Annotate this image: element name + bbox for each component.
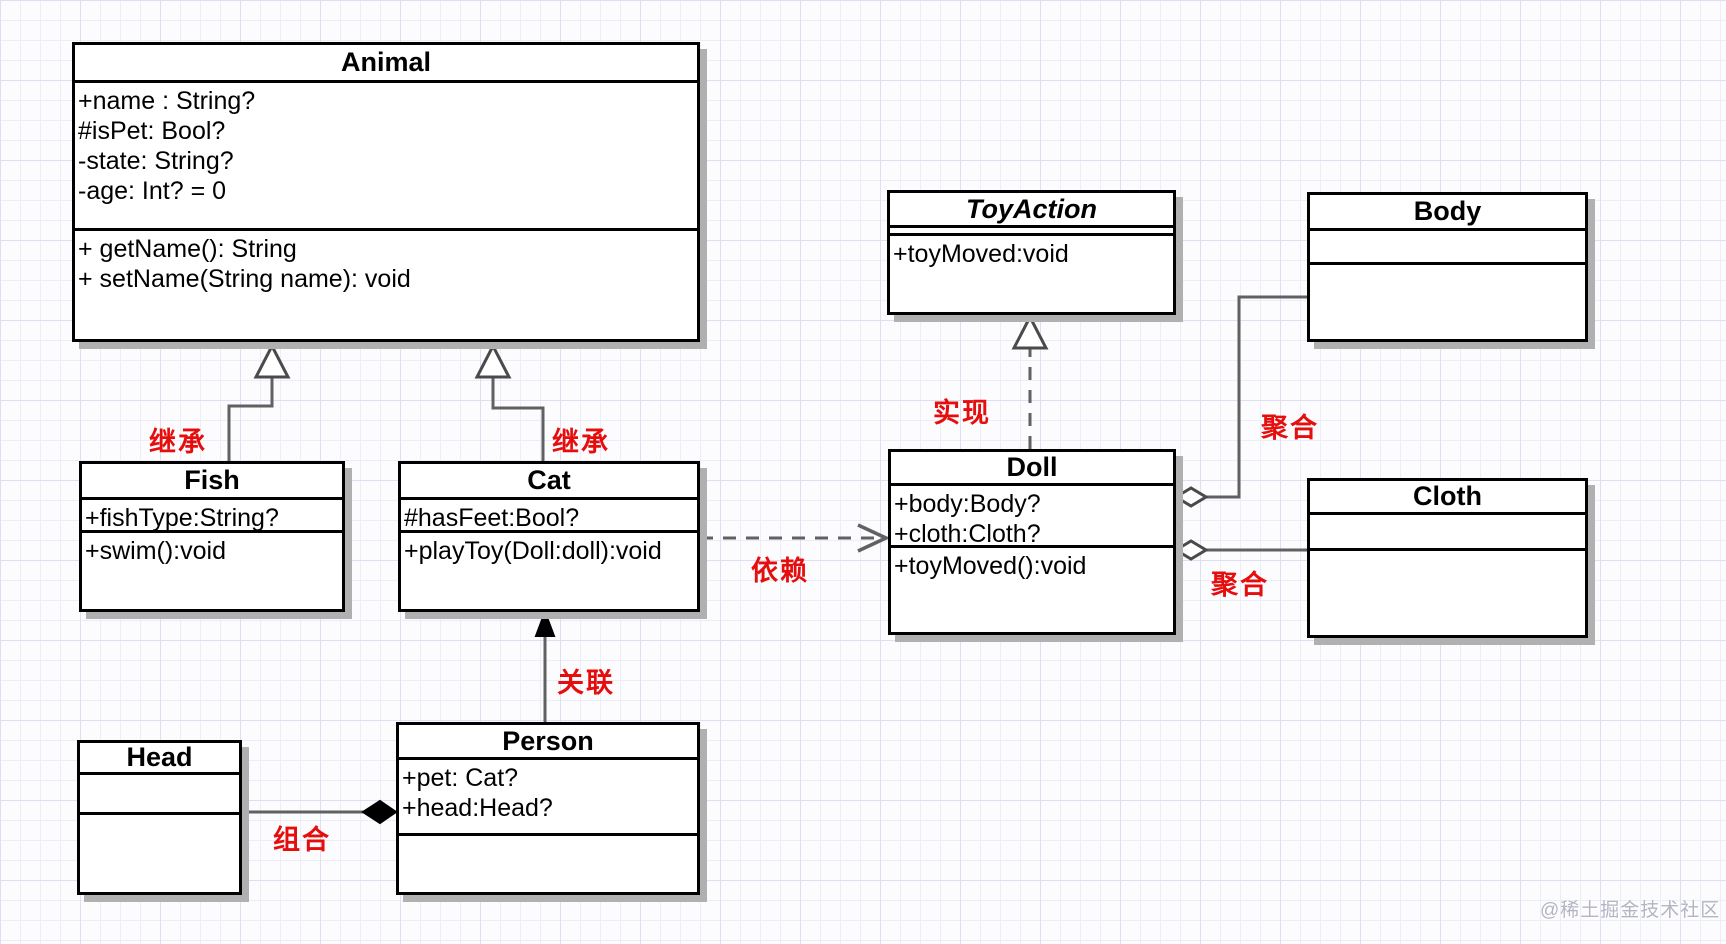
class-title-head: Head [80,742,239,775]
class-box-body: Body [1307,192,1588,342]
class-box-fish: Fish +fishType:String? +swim():void [79,461,345,612]
class-box-toyaction: ToyAction +toyMoved:void [887,190,1176,315]
member-line: +head:Head? [402,794,553,822]
member-line: +toyMoved():void [894,552,1087,580]
class-attributes-cat: #hasFeet:Bool? [401,500,697,533]
class-title-animal: Animal [75,45,697,83]
relation-line-cat-extends-animal [491,377,545,461]
relation-line-doll-aggregates-body [1206,295,1307,499]
relation-marker-composition-head-composes-person [361,799,398,825]
class-methods-body [1310,265,1585,339]
class-methods-doll: +toyMoved():void [891,548,1173,632]
member-line: +pet: Cat? [402,764,519,792]
relation-label-cat-extends-animal: 继承 [552,427,610,457]
class-attributes-toyaction [890,228,1173,236]
class-attributes-animal: +name : String?#isPet: Bool?-state: Stri… [75,83,697,231]
class-box-cat: Cat #hasFeet:Bool? +playToy(Doll:doll):voi… [398,461,700,612]
class-attributes-doll: +body:Body?+cloth:Cloth? [891,486,1173,548]
relation-label-head-composes-person: 组合 [273,825,331,855]
class-title-cat: Cat [401,464,697,500]
relation-marker-realization-doll-implements-toyaction [1011,313,1049,350]
relation-marker-association-person-associates-cat [534,609,556,637]
class-methods-person [399,836,697,892]
watermark: @稀土掘金技术社区 [1540,900,1721,921]
class-methods-head [80,815,239,892]
relation-line-fish-extends-animal [227,377,274,461]
relation-marker-dependency-cat-depends-doll [857,523,891,553]
class-methods-cloth [1310,551,1585,635]
class-box-animal: Animal+name : String?#isPet: Bool?-state… [72,42,700,342]
class-attributes-cloth [1310,515,1585,551]
relation-label-doll-aggregates-cloth: 聚合 [1211,570,1269,600]
class-title-doll: Doll [891,452,1173,486]
class-title-body: Body [1310,195,1585,231]
class-attributes-person: +pet: Cat?+head:Head? [399,760,697,836]
member-line: +playToy(Doll:doll):void [404,537,662,565]
relation-label-doll-implements-toyaction: 实现 [933,398,991,428]
member-line: -state: String? [78,147,234,175]
member-line: -age: Int? = 0 [78,177,227,205]
member-line: +name : String? [78,87,256,115]
member-line: +fishType:String? [85,504,279,532]
relation-marker-inheritance-cat-extends-animal [474,342,512,379]
relation-marker-aggregation-doll-aggregates-cloth [1173,539,1209,561]
class-box-head: Head [77,740,242,895]
relation-label-cat-depends-doll: 依赖 [751,556,809,586]
relation-marker-aggregation-doll-aggregates-body [1173,486,1209,508]
relation-label-doll-aggregates-body: 聚合 [1261,413,1319,443]
class-attributes-fish: +fishType:String? [82,500,342,533]
class-methods-cat: +playToy(Doll:doll):void [401,533,697,609]
member-line: #isPet: Bool? [78,117,226,145]
member-line: +toyMoved:void [893,240,1069,268]
class-title-person: Person [399,725,697,760]
relation-label-fish-extends-animal: 继承 [149,427,207,457]
class-box-doll: Doll+body:Body?+cloth:Cloth?+toyMoved():… [888,449,1176,635]
member-line: +cloth:Cloth? [894,520,1041,548]
member-line: #hasFeet:Bool? [404,504,580,532]
relation-label-person-associates-cat: 关联 [557,668,615,698]
class-attributes-head [80,775,239,815]
class-box-cloth: Cloth [1307,478,1588,638]
class-title-toyaction: ToyAction [890,193,1173,228]
relation-marker-inheritance-fish-extends-animal [253,342,291,379]
class-methods-animal: + getName(): String+ setName(String name… [75,231,697,339]
class-title-fish: Fish [82,464,342,500]
class-attributes-body [1310,231,1585,265]
class-methods-toyaction: +toyMoved:void [890,236,1173,312]
member-line: +swim():void [85,537,226,565]
member-line: + setName(String name): void [78,265,411,293]
class-title-cloth: Cloth [1310,481,1585,515]
member-line: +body:Body? [894,490,1041,518]
class-box-person: Person+pet: Cat?+head:Head? [396,722,700,895]
class-methods-fish: +swim():void [82,533,342,609]
member-line: + getName(): String [78,235,297,263]
